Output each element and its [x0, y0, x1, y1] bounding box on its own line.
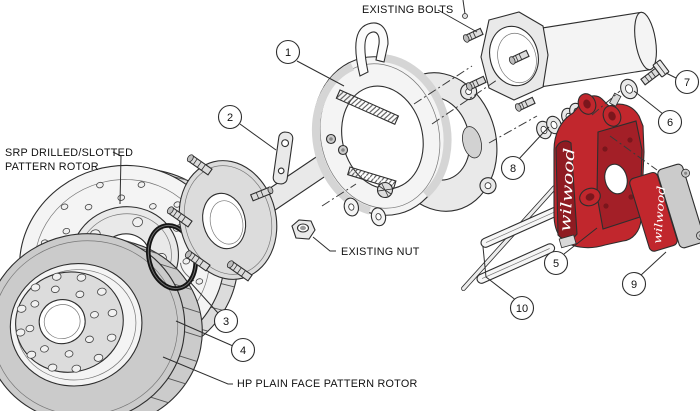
- axle-flange: [178, 160, 278, 280]
- svg-text:7: 7: [684, 77, 690, 89]
- svg-text:2: 2: [227, 112, 233, 124]
- hat-outer-holes: [15, 272, 118, 373]
- svg-text:8: 8: [510, 163, 516, 175]
- svg-text:5: 5: [553, 258, 559, 270]
- label-existing-bolts: EXISTING BOLTS: [362, 4, 454, 16]
- callout-10: 10: [509, 295, 535, 321]
- axis-lines: [321, 65, 658, 207]
- rotor-vent-ribs: [116, 237, 203, 404]
- callouts: 1 2 3 4 5 6 7 8 9 10: [213, 39, 700, 363]
- callout-4: 4: [230, 337, 256, 363]
- svg-text:1: 1: [285, 47, 291, 59]
- parking-brake-lever: [355, 22, 389, 77]
- svg-text:10: 10: [516, 303, 528, 315]
- callout-2: 2: [217, 104, 243, 130]
- svg-text:6: 6: [667, 117, 673, 129]
- callout-6: 6: [657, 109, 683, 135]
- bleed-screw: [608, 92, 622, 107]
- callout-3: 3: [213, 308, 239, 334]
- leader-lines: [112, 9, 679, 385]
- caliper-window: [604, 163, 628, 195]
- inlet-fitting: [558, 234, 577, 249]
- parking-brake-cable: [462, 0, 468, 19]
- callout-7: 7: [674, 69, 700, 95]
- return-spring: [335, 89, 400, 125]
- label-existing-nut: EXISTING NUT: [341, 246, 420, 258]
- caliper-side-band: [555, 140, 578, 240]
- label-srp-rotor-line2: PATTERN ROTOR: [5, 161, 99, 173]
- hp-plain-face-rotor: [0, 233, 203, 411]
- text-labels: EXISTING BOLTS SRP DRILLED/SLOTTED PATTE…: [5, 4, 454, 390]
- callout-1: 1: [275, 39, 301, 65]
- pad-brand-script: wilwood: [651, 185, 668, 244]
- caliper-washer: [620, 78, 638, 100]
- label-hp-rotor: HP PLAIN FACE PATTERN ROTOR: [237, 378, 418, 390]
- svg-text:3: 3: [223, 316, 229, 328]
- callout-9: 9: [621, 271, 647, 297]
- existing-nut: [291, 219, 316, 240]
- wilwood-caliper: wilwood: [553, 92, 645, 249]
- adjuster-star-wheel: [376, 181, 394, 199]
- drum-backing-plate-assembly: [311, 0, 468, 227]
- svg-text:9: 9: [631, 279, 637, 291]
- parking-brake-bracket: [272, 131, 294, 185]
- hat-inner-holes: [25, 285, 99, 358]
- callout-8: 8: [500, 155, 526, 181]
- svg-text:4: 4: [240, 345, 246, 357]
- pad-retaining-clip-lower: [476, 243, 556, 284]
- label-srp-rotor-line1: SRP DRILLED/SLOTTED: [5, 147, 133, 159]
- pad-retaining-clip-upper: [480, 206, 561, 248]
- wheel-studs: [166, 154, 274, 282]
- caliper-brand-script: wilwood: [556, 147, 578, 232]
- shoe-hold-down-pins: [325, 133, 349, 156]
- caliper-bolt: [640, 59, 670, 86]
- axle-tube: [533, 11, 657, 88]
- callout-5: 5: [543, 250, 569, 276]
- existing-bolts: [462, 27, 536, 112]
- brake-pad-inner: [629, 171, 678, 252]
